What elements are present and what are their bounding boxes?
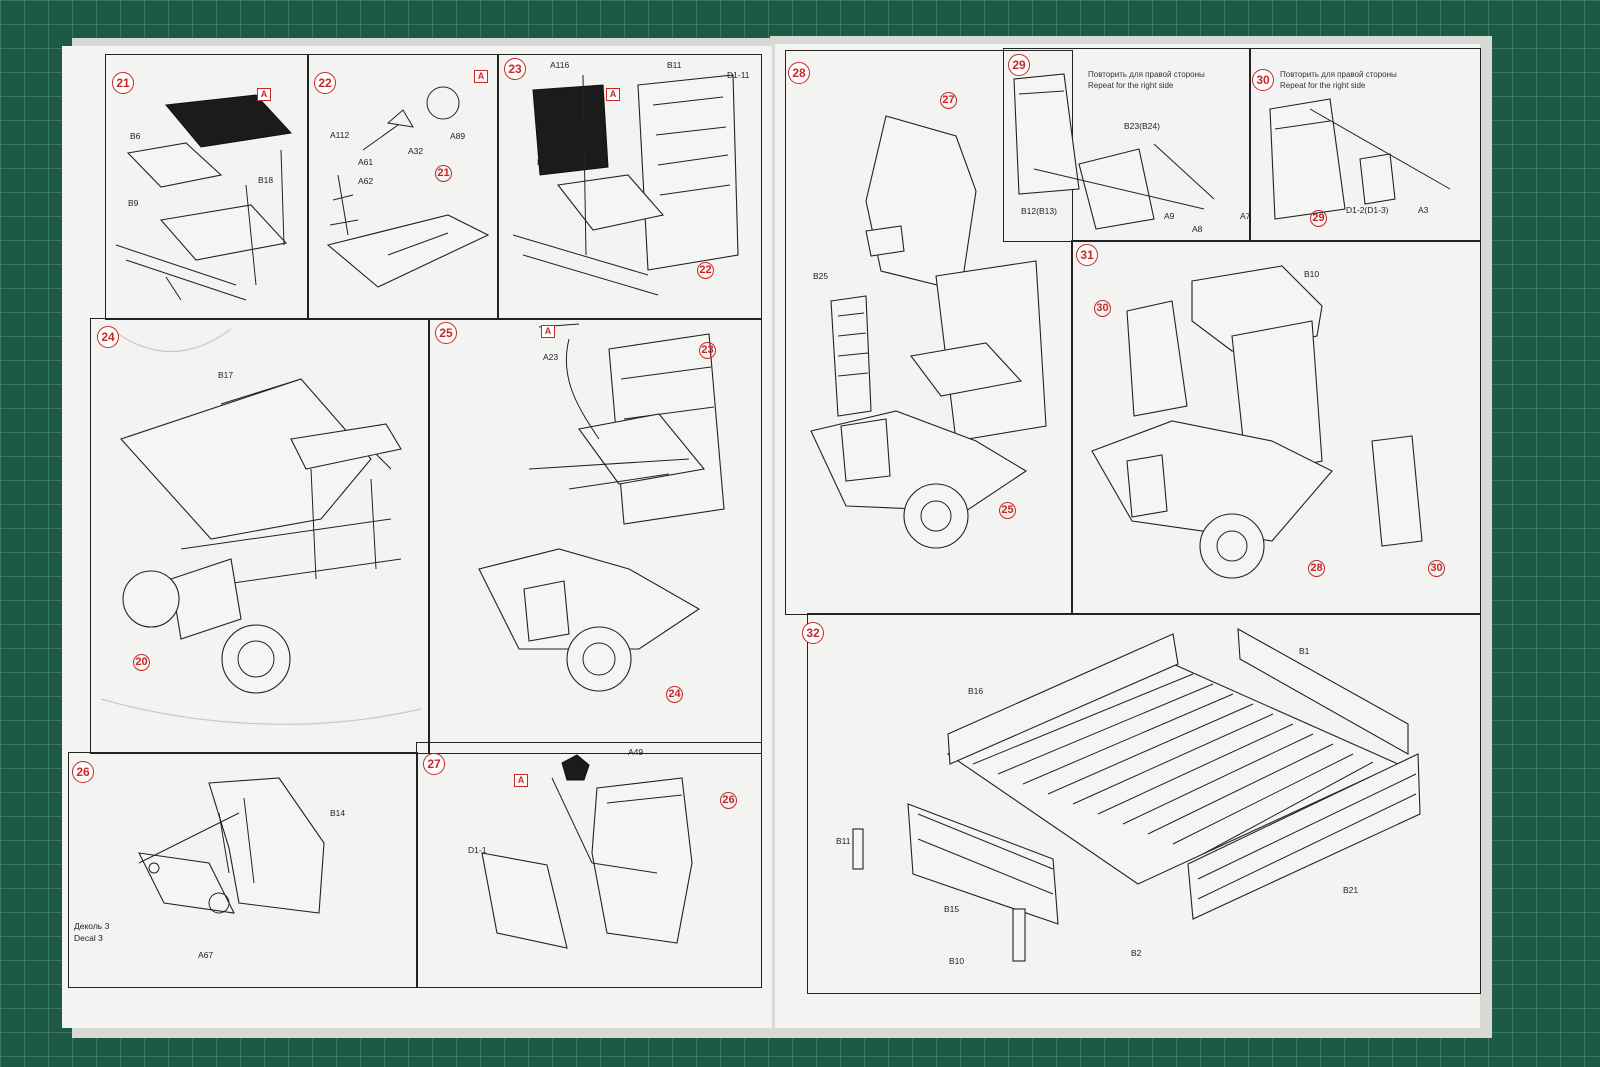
step-26-panel [68, 752, 418, 988]
ref-step-30: 30 [1094, 300, 1111, 317]
ref-step-23: 23 [699, 342, 716, 359]
ref-step-25: 25 [999, 502, 1016, 519]
step-27-panel [416, 742, 762, 988]
decal-3-label-ru: Деколь 3 [74, 921, 110, 931]
step-32-number: 32 [802, 622, 824, 644]
decal-3-label-en: Decal 3 [74, 933, 103, 943]
step-31-panel [1071, 240, 1481, 615]
step-26-number: 26 [72, 761, 94, 783]
part-label-a32: A32 [408, 146, 424, 156]
step-30-panel [1249, 48, 1481, 242]
part-label-a116: A116 [550, 60, 570, 70]
ref-step-26: 26 [720, 792, 737, 809]
part-label-b25: B25 [813, 271, 829, 281]
step-32-panel [807, 613, 1481, 994]
step-24-panel [90, 318, 430, 754]
part-a-marker: A [541, 325, 555, 338]
part-label-b17: B17 [218, 370, 234, 380]
ref-step-28: 28 [1308, 560, 1325, 577]
step-28-panel [785, 50, 1073, 615]
part-label-b6: B6 [130, 131, 141, 141]
part-label-b21: B21 [1343, 885, 1359, 895]
ref-step-22: 22 [697, 262, 714, 279]
part-label-b1: B1 [1299, 646, 1310, 656]
ref-step-21: 21 [435, 165, 452, 182]
part-label-a7: A7 [1240, 211, 1251, 221]
ref-step-24: 24 [666, 686, 683, 703]
part-label-b16: B16 [968, 686, 984, 696]
step-30-number: 30 [1252, 69, 1274, 91]
step-29-panel [1003, 48, 1251, 242]
part-label-a62: A62 [358, 176, 374, 186]
part-a-marker: A [474, 70, 488, 83]
step-25-panel [428, 318, 762, 754]
part-label-b2: B2 [1131, 948, 1142, 958]
step-22-number: 22 [314, 72, 336, 94]
step-25-number: 25 [435, 322, 457, 344]
part-label-b14: B14 [330, 808, 346, 818]
step-21-panel [105, 54, 309, 320]
part-a-marker: A [514, 774, 528, 787]
part-label-b15: B15 [944, 904, 960, 914]
part-a-marker: A [606, 88, 620, 101]
part-label-a23: A23 [543, 352, 559, 362]
repeat-note-ru: Повторить для правой стороны [1088, 70, 1205, 79]
part-a-marker: A [257, 88, 271, 101]
step-24-number: 24 [97, 326, 119, 348]
step-23-number: 23 [504, 58, 526, 80]
part-label-b12-b13: B12(B13) [1021, 206, 1057, 216]
repeat-note-ru: Повторить для правой стороны [1280, 70, 1397, 79]
part-label-a9: A9 [1164, 211, 1175, 221]
ref-step-30: 30 [1428, 560, 1445, 577]
step-28-number: 28 [788, 62, 810, 84]
part-label-a3: A3 [1418, 205, 1429, 215]
repeat-note-en: Repeat for the right side [1280, 81, 1366, 90]
step-31-number: 31 [1076, 244, 1098, 266]
step-29-number: 29 [1008, 54, 1030, 76]
step-22-panel [307, 54, 499, 320]
part-label-b18: B18 [258, 175, 274, 185]
part-label-b23-b24: B23(B24) [1124, 121, 1160, 131]
part-label-b10: B10 [949, 956, 965, 966]
step-23-panel [497, 54, 762, 320]
part-label-b10: B10 [1304, 269, 1320, 279]
part-label-b11: B11 [836, 836, 851, 846]
part-label-d1-11: D1-11 [727, 70, 750, 80]
part-label-b11: B11 [667, 60, 682, 70]
part-label-b19: B19 [537, 157, 553, 167]
part-label-a112: A112 [330, 130, 350, 140]
ref-step-20: 20 [133, 654, 150, 671]
repeat-note-en: Repeat for the right side [1088, 81, 1174, 90]
step-27-number: 27 [423, 753, 445, 775]
ref-step-27: 27 [940, 92, 957, 109]
part-label-d1-2-d1-3: D1-2(D1-3) [1346, 205, 1389, 215]
part-label-a89: A89 [450, 131, 466, 141]
part-label-a8: A8 [1192, 224, 1203, 234]
part-label-d1-1: D1-1 [468, 845, 487, 855]
ref-step-29: 29 [1310, 210, 1327, 227]
part-label-a61: A61 [358, 157, 374, 167]
step-21-number: 21 [112, 72, 134, 94]
part-label-b9: B9 [128, 198, 139, 208]
part-label-a67: A67 [198, 950, 214, 960]
part-label-a49: A49 [628, 747, 644, 757]
